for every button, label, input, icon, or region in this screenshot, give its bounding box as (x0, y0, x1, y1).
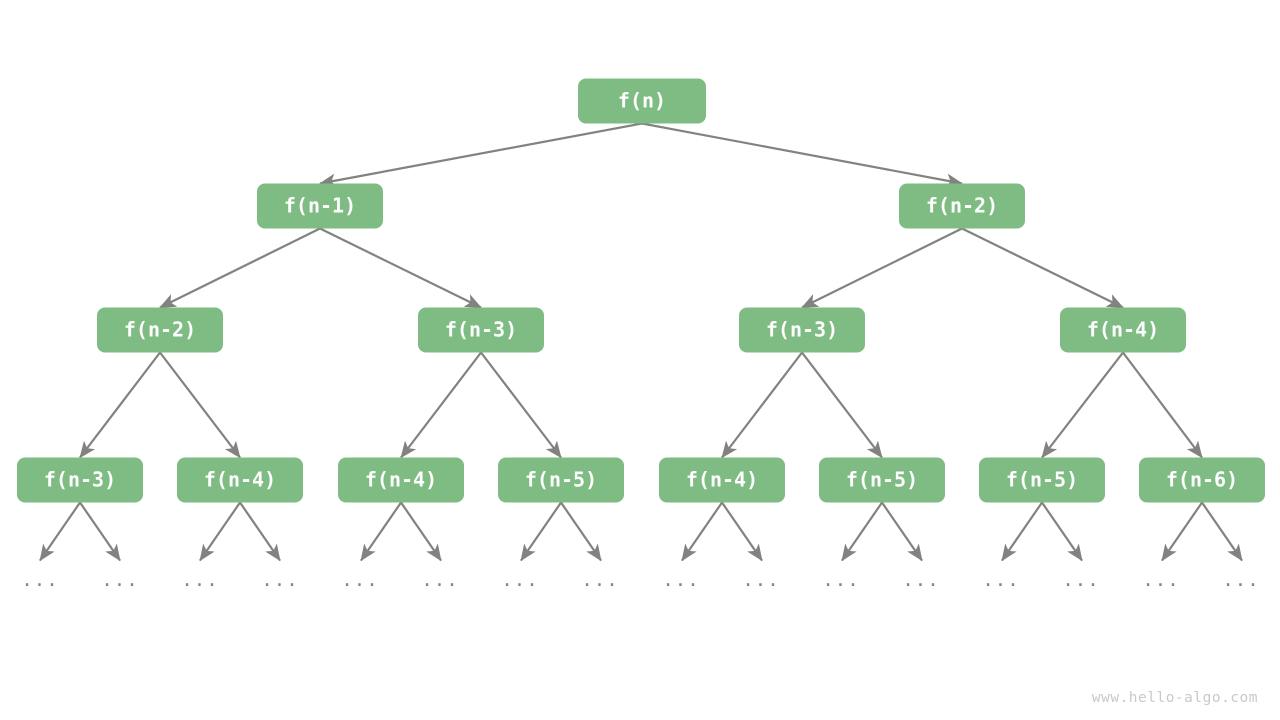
tree-edge-leaf-stub (39, 501, 81, 562)
tree-edge-leaf-stub (881, 501, 923, 562)
tree-edge (400, 351, 482, 459)
ellipsis-marker: ... (1142, 569, 1179, 591)
tree-edge-leaf-stub (841, 501, 883, 562)
tree-edge-leaf-stub (1201, 501, 1243, 562)
tree-node-label: f(n-4) (204, 468, 276, 492)
tree-node-box (257, 183, 383, 229)
tree-node-box (418, 307, 544, 353)
tree-node[interactable]: f(n-4) (1060, 307, 1186, 353)
tree-edge-leaf-stub (239, 501, 281, 562)
ellipsis-marker: ... (181, 569, 218, 591)
ellipsis-marker: ... (1222, 569, 1259, 591)
tree-node-box (498, 457, 624, 503)
tree-node[interactable]: f(n-4) (659, 457, 785, 503)
tree-node-label: f(n) (618, 89, 666, 113)
ellipsis-marker: ... (982, 569, 1019, 591)
ellipsis-marker: ... (822, 569, 859, 591)
tree-edge (721, 351, 803, 459)
tree-node[interactable]: f(n-3) (739, 307, 865, 353)
tree-node-box (177, 457, 303, 503)
nodes-layer: f(n) f(n-1) f(n-2) f(n-2) f(n-3) f(n-3) f(n-4)… (17, 78, 1265, 503)
tree-node-box (819, 457, 945, 503)
tree-node-box (659, 457, 785, 503)
tree-node[interactable]: f(n-4) (177, 457, 303, 503)
tree-node-label: f(n-3) (445, 318, 517, 342)
tree-node-label: f(n-3) (44, 468, 116, 492)
tree-edge-leaf-stub (1041, 501, 1083, 562)
tree-edge-leaf-stub (400, 501, 442, 562)
ellipsis-marker: ... (662, 569, 699, 591)
tree-edge (159, 351, 241, 459)
tree-node-label: f(n-5) (846, 468, 918, 492)
tree-edge (1041, 351, 1124, 459)
ellipsis-marker: ... (261, 569, 298, 591)
tree-node-box (1060, 307, 1186, 353)
tree-node[interactable]: f(n-5) (819, 457, 945, 503)
tree-edge (641, 122, 963, 188)
tree-node[interactable]: f(n-3) (418, 307, 544, 353)
tree-node-label: f(n-2) (926, 194, 998, 218)
tree-node[interactable]: f(n-6) (1139, 457, 1265, 503)
tree-node-box (17, 457, 143, 503)
tree-node[interactable]: f(n-3) (17, 457, 143, 503)
tree-node-box (578, 78, 706, 124)
tree-edge (801, 227, 963, 309)
edges-layer (39, 122, 1243, 562)
tree-node-label: f(n-5) (1006, 468, 1078, 492)
tree-node-box (97, 307, 223, 353)
ellipsis-marker: ... (21, 569, 58, 591)
tree-node-label: f(n-5) (525, 468, 597, 492)
tree-node[interactable]: f(n-5) (979, 457, 1105, 503)
tree-edge (480, 351, 562, 459)
ellipsis-marker: ... (742, 569, 779, 591)
tree-node[interactable]: f(n-5) (498, 457, 624, 503)
ellipsis-marker: ... (421, 569, 458, 591)
ellipsis-marker: ... (101, 569, 138, 591)
tree-node-box (338, 457, 464, 503)
tree-node-label: f(n-1) (284, 194, 356, 218)
tree-edge-leaf-stub (1161, 501, 1203, 562)
tree-edge (79, 351, 161, 459)
ellipsis-layer: ........................................… (21, 569, 1259, 591)
tree-node[interactable]: f(n-2) (97, 307, 223, 353)
tree-node-label: f(n-4) (365, 468, 437, 492)
tree-edge (319, 122, 643, 188)
tree-node-label: f(n-4) (686, 468, 758, 492)
tree-edge (319, 227, 482, 309)
ellipsis-marker: ... (581, 569, 618, 591)
tree-edge (159, 227, 321, 309)
ellipsis-marker: ... (1062, 569, 1099, 591)
tree-edge-leaf-stub (1001, 501, 1043, 562)
tree-edge-leaf-stub (199, 501, 241, 562)
tree-edge-leaf-stub (79, 501, 121, 562)
tree-node-label: f(n-4) (1087, 318, 1159, 342)
tree-node-box (979, 457, 1105, 503)
tree-edge-leaf-stub (520, 501, 562, 562)
tree-edge (801, 351, 883, 459)
tree-node-label: f(n-6) (1166, 468, 1238, 492)
watermark: www.hello-algo.com (1091, 690, 1258, 706)
tree-edge-leaf-stub (360, 501, 402, 562)
tree-edge (961, 227, 1124, 309)
tree-node[interactable]: f(n) (578, 78, 706, 124)
tree-node-label: f(n-3) (766, 318, 838, 342)
tree-edge-leaf-stub (560, 501, 602, 562)
ellipsis-marker: ... (501, 569, 538, 591)
tree-node-label: f(n-2) (124, 318, 196, 342)
tree-node-box (739, 307, 865, 353)
ellipsis-marker: ... (902, 569, 939, 591)
tree-edge-leaf-stub (721, 501, 763, 562)
ellipsis-marker: ... (341, 569, 378, 591)
tree-node[interactable]: f(n-2) (899, 183, 1025, 229)
tree-node[interactable]: f(n-1) (257, 183, 383, 229)
tree-node[interactable]: f(n-4) (338, 457, 464, 503)
tree-edge (1122, 351, 1203, 459)
tree-node-box (1139, 457, 1265, 503)
tree-node-box (899, 183, 1025, 229)
tree-edge-leaf-stub (681, 501, 723, 562)
